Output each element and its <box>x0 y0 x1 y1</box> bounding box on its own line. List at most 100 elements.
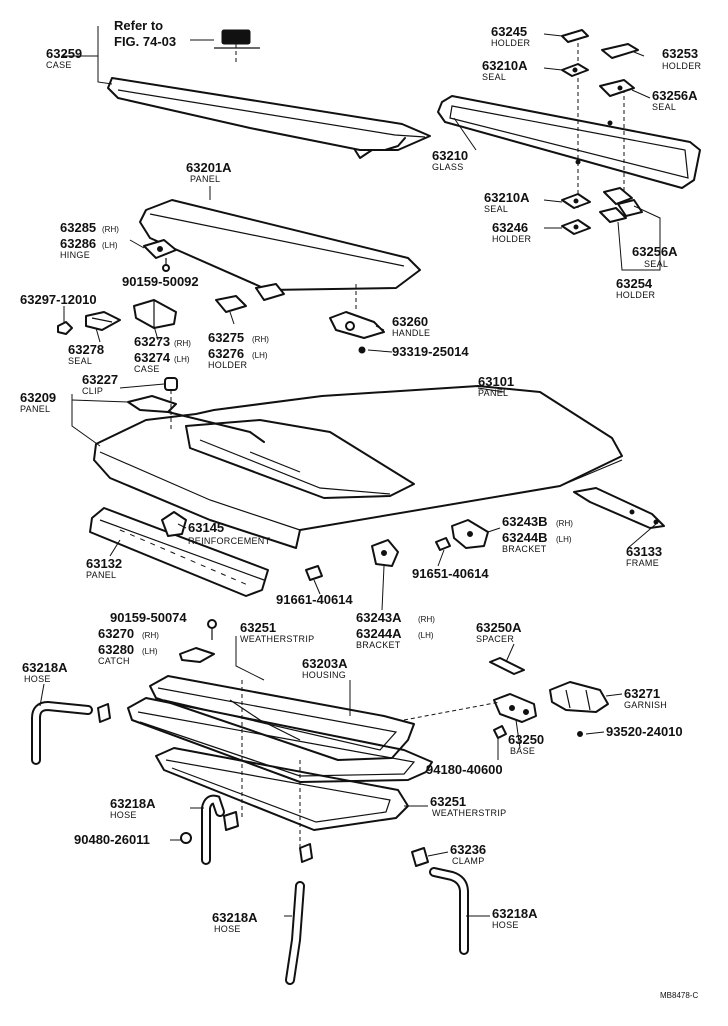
label-63101-name: PANEL <box>478 388 508 398</box>
label-63271: 63271 <box>624 686 660 701</box>
label-63244B-name: BRACKET <box>502 544 547 554</box>
label-63280: 63280 <box>98 642 134 657</box>
label-63256A-bot: 63256A <box>632 244 678 259</box>
label-63210A-top-name: SEAL <box>482 72 506 82</box>
glass-63210-drawing <box>437 36 701 210</box>
label-63276-name: HOLDER <box>208 360 248 370</box>
label-63280-name: CATCH <box>98 656 130 666</box>
label-63285-rh: (RH) <box>102 225 119 234</box>
label-63246: 63246 <box>492 220 528 235</box>
label-63259: 63259 <box>46 46 82 61</box>
panel-63132-drawing <box>89 507 269 597</box>
bracket-63244B-drawing <box>451 519 489 549</box>
label-63145: 63145 <box>188 520 224 535</box>
garnish-63271-drawing <box>549 681 609 737</box>
frame-63133-drawing <box>573 487 665 529</box>
bracket-63244A-drawing <box>371 539 399 567</box>
label-63270-rh: (RH) <box>142 631 159 640</box>
label-63244A: 63244A <box>356 626 402 641</box>
label-63250: 63250 <box>508 732 544 747</box>
label-63251-bottom-name: WEATHERSTRIP <box>432 808 506 818</box>
label-63201A: 63201A <box>186 160 232 175</box>
label-63218A-2: 63218A <box>110 796 156 811</box>
roof-panel-63101-drawing <box>93 385 623 549</box>
label-94180-40600: 94180-40600 <box>426 762 503 777</box>
label-63297: 63297-12010 <box>20 292 97 307</box>
label-63251-top-name: WEATHERSTRIP <box>240 634 314 644</box>
label-63286: 63286 <box>60 236 96 251</box>
label-63254: 63254 <box>616 276 653 291</box>
label-63278-name: SEAL <box>68 356 92 366</box>
label-63275: 63275 <box>208 330 244 345</box>
reinforcement-63145-drawing <box>161 511 187 537</box>
label-91661-40614: 91661-40614 <box>276 592 353 607</box>
holder-63276-drawing <box>215 283 285 313</box>
catch-63280-drawing <box>179 619 217 663</box>
label-63256A-bot-name: SEAL <box>644 259 668 269</box>
label-63250-name: BASE <box>510 746 535 756</box>
base-63250-drawing <box>493 693 537 723</box>
diagram-code: MB8478-C <box>660 991 698 1000</box>
label-63218A-4: 63218A <box>492 906 538 921</box>
label-63278: 63278 <box>68 342 104 357</box>
label-63218A-2-name: HOSE <box>110 810 137 820</box>
label-63201A-name: PANEL <box>190 174 220 184</box>
label-63218A-1-name: HOSE <box>24 674 51 684</box>
label-63203A-name: HOUSING <box>302 670 346 680</box>
label-63218A-3: 63218A <box>212 910 258 925</box>
label-91651-40614: 91651-40614 <box>412 566 489 581</box>
label-63133: 63133 <box>626 544 662 559</box>
label-63243B-rh: (RH) <box>556 519 573 528</box>
label-63251-top: 63251 <box>240 620 276 635</box>
bolt-91661-drawing <box>305 565 323 581</box>
label-63286-name: HINGE <box>60 250 90 260</box>
hose-63218A-3-drawing <box>285 843 313 985</box>
label-63244A-lh: (LH) <box>418 631 434 640</box>
label-90480-26011: 90480-26011 <box>74 832 150 847</box>
label-63274-name: CASE <box>134 364 160 374</box>
weatherstrip-63251-bottom-drawing <box>155 747 409 831</box>
label-63245: 63245 <box>491 24 527 39</box>
holder-63246-drawing <box>561 219 591 235</box>
label-63254-name: HOLDER <box>616 290 656 300</box>
label-63244B: 63244B <box>502 530 548 545</box>
label-90159-50092: 90159-50092 <box>122 274 199 289</box>
hose-63218A-4-drawing <box>411 847 469 955</box>
label-63275-rh: (RH) <box>252 335 269 344</box>
label-63259-name: CASE <box>46 60 72 70</box>
label-63236-name: CLAMP <box>452 856 485 866</box>
label-63274: 63274 <box>134 350 171 365</box>
label-63253-name: HOLDER <box>662 61 702 71</box>
label-63270: 63270 <box>98 626 134 641</box>
label-93520-24010: 93520-24010 <box>606 724 683 739</box>
case-63259-drawing <box>107 29 431 159</box>
label-63243A: 63243A <box>356 610 402 625</box>
holder-63245-drawing <box>561 29 589 43</box>
label-refer-line1: Refer to <box>114 18 163 33</box>
label-63210A-top: 63210A <box>482 58 528 73</box>
hose-63218A-1-drawing <box>31 700 111 765</box>
label-63285: 63285 <box>60 220 96 235</box>
label-63286-lh: (LH) <box>102 241 118 250</box>
label-63210A-bot: 63210A <box>484 190 530 205</box>
seal-63256A-top-drawing <box>599 79 635 97</box>
label-63250A-name: SPACER <box>476 634 514 644</box>
label-63274-lh: (LH) <box>174 355 190 364</box>
case-63274-drawing <box>133 299 177 329</box>
seal-63210A-bot-drawing <box>561 193 591 209</box>
label-63273-rh: (RH) <box>174 339 191 348</box>
label-63271-name: GARNISH <box>624 700 667 710</box>
nut-94180-drawing <box>493 725 507 739</box>
panel-63209-drawing <box>127 377 265 443</box>
bolt-91651-drawing <box>435 537 451 551</box>
part-labels: Refer to FIG. 74-03 63259 CASE 63245 HOL… <box>20 18 702 1000</box>
label-63203A: 63203A <box>302 656 348 671</box>
label-63210-name: GLASS <box>432 162 464 172</box>
label-63273: 63273 <box>134 334 170 349</box>
label-63251-bottom: 63251 <box>430 794 466 809</box>
seal-63278-drawing <box>85 311 121 331</box>
label-63243B: 63243B <box>502 514 548 529</box>
leader-lines <box>39 26 657 917</box>
housing-63203A-drawing <box>127 675 501 850</box>
label-63145-name: REINFORCEMENT <box>188 536 271 546</box>
